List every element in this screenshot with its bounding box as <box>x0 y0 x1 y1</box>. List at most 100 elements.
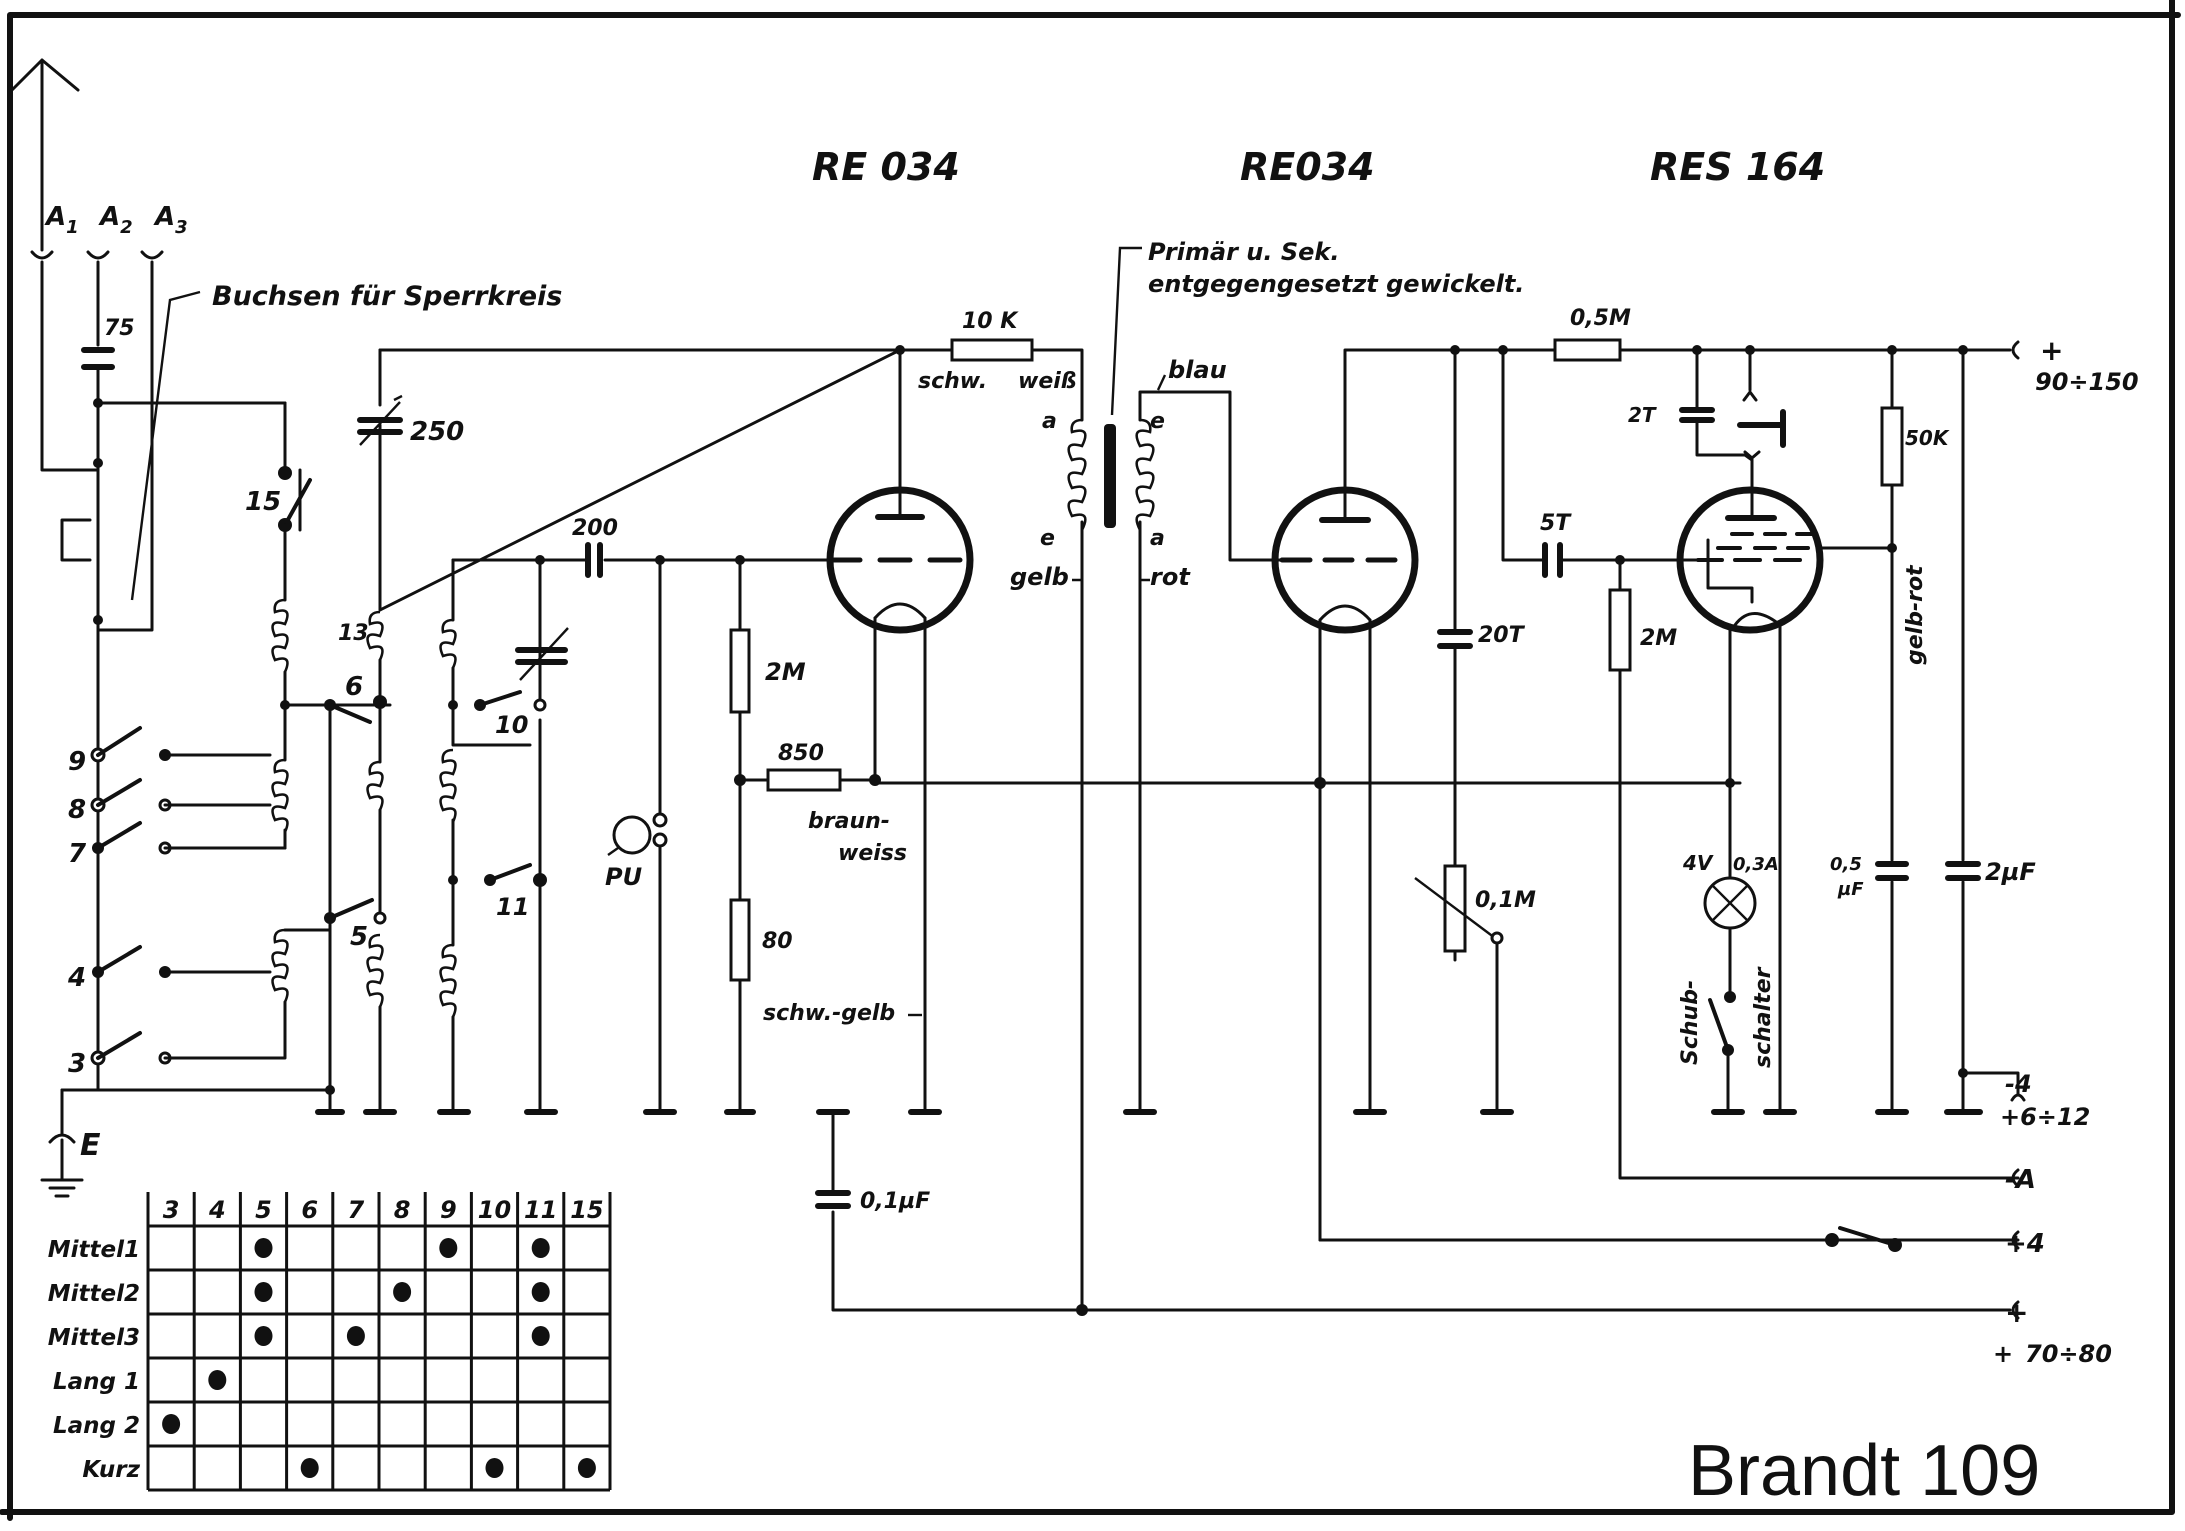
svg-text:gelb-rot: gelb-rot <box>1903 564 1928 665</box>
table-row-label: Mittel2 <box>48 1281 140 1307</box>
terminal-plus-70-sign: + <box>2005 1296 2028 1329</box>
table-column-header: 5 <box>255 1196 272 1224</box>
table-row-label: Mittel3 <box>48 1325 140 1351</box>
svg-text:0,1µF: 0,1µF <box>860 1189 930 1214</box>
table-cell-dot <box>439 1238 458 1258</box>
table-column-header: 11 <box>524 1196 557 1224</box>
svg-text:Schub-: Schub- <box>1678 980 1703 1065</box>
table-cell-dot <box>254 1282 273 1302</box>
table-cell-dot <box>531 1238 550 1258</box>
sperrkreis-note: Buchsen für Sperrkreis <box>212 281 562 312</box>
table-column-header: 7 <box>348 1196 365 1224</box>
table-column-header: 10 <box>478 1196 511 1224</box>
svg-text:850: 850 <box>778 741 824 766</box>
svg-text:schalter: schalter <box>1751 966 1776 1068</box>
svg-text:200: 200 <box>572 516 618 541</box>
tube-label-v1: RE 034 <box>812 145 960 189</box>
svg-text:a: a <box>1042 409 1057 434</box>
svg-text:2M: 2M <box>765 658 806 686</box>
terminal-hv-value: 90÷150 <box>2035 368 2139 396</box>
svg-text:µF: µF <box>1837 879 1864 900</box>
tube-v1 <box>826 348 974 1115</box>
switch-9: 9 <box>68 726 272 777</box>
slide-switch: Schub- schalter <box>1678 966 1797 1115</box>
table-cell-dot <box>254 1326 273 1346</box>
svg-text:10: 10 <box>495 711 528 739</box>
svg-text:3: 3 <box>68 1049 86 1079</box>
terminal-plus-70-prefix: + <box>1993 1340 2013 1368</box>
table-cell-dot <box>531 1326 550 1346</box>
table-column-header: 8 <box>394 1196 411 1224</box>
svg-text:0,5: 0,5 <box>1830 854 1862 875</box>
switch-11: 11 <box>484 863 547 921</box>
svg-text:6: 6 <box>345 672 363 702</box>
svg-text:weiss: weiss <box>838 841 907 866</box>
svg-text:0,1M: 0,1M <box>1475 888 1536 913</box>
second-tuned-circuit: 10 11 <box>437 555 569 1115</box>
output-stage: 2T <box>1628 345 1786 462</box>
tube-v2 <box>873 348 2020 1242</box>
table-cell-dot <box>208 1370 227 1390</box>
plate-resistor-10k: 10 K schw. <box>895 309 1084 422</box>
terminal-bias-sign: -4 <box>2005 1070 2032 1098</box>
svg-text:9: 9 <box>68 747 86 777</box>
switch-4: 4 <box>67 945 272 993</box>
table-cell-dot <box>300 1458 319 1478</box>
svg-text:20T: 20T <box>1478 623 1526 648</box>
tube-v3 <box>1676 458 1897 1114</box>
table-column-header: 6 <box>301 1196 318 1224</box>
tube-label-v2: RE034 <box>1240 145 1375 189</box>
terminal-minus-a: -A <box>2005 1165 2036 1195</box>
table-row-label: Lang 1 <box>53 1369 140 1395</box>
table-column-header: 3 <box>163 1196 180 1224</box>
table-row-label: Mittel1 <box>48 1237 140 1263</box>
svg-text:entgegengesetzt gewickelt.: entgegengesetzt gewickelt. <box>1148 270 1524 298</box>
pickup-input: PU <box>605 558 677 1115</box>
table-cell-dot <box>346 1326 365 1346</box>
socket-label-a3: A3 <box>153 202 188 238</box>
table-column-header: 4 <box>208 1196 226 1224</box>
svg-text:4: 4 <box>67 963 86 993</box>
svg-text:e: e <box>1040 526 1055 551</box>
table-cell-dot <box>577 1458 596 1478</box>
terminal-plus-4: +4 <box>2005 1229 2045 1259</box>
tube-label-v3: RES 164 <box>1650 145 1825 189</box>
table-row-label: Lang 2 <box>53 1413 140 1439</box>
table-row-label: Kurz <box>82 1457 140 1483</box>
svg-text:7: 7 <box>68 839 87 869</box>
switch-15: 15 <box>245 466 312 532</box>
svg-text:15: 15 <box>245 487 281 517</box>
socket-label-a1: A1 <box>44 202 79 238</box>
switch-5: 5 <box>324 898 374 952</box>
pilot-lamp: 4V 0,3A <box>1682 781 1779 997</box>
table-column-header: 15 <box>570 1196 603 1224</box>
switch-7: 7 <box>68 821 287 869</box>
table-cell-dot <box>254 1238 273 1258</box>
table-cell-dot <box>162 1414 181 1434</box>
stage3-input: 5T 2M 0,5M <box>1498 306 2020 1180</box>
switch-8: 8 <box>68 778 272 825</box>
svg-text:rot: rot <box>1150 563 1191 591</box>
socket-label-a2: A2 <box>98 202 133 238</box>
svg-text:Primär u. Sek.: Primär u. Sek. <box>1148 238 1340 266</box>
switch-10: 10 <box>474 690 547 739</box>
switch-3: 3 <box>68 1031 287 1079</box>
table-cell-dot <box>393 1282 412 1302</box>
svg-text:8: 8 <box>68 795 86 825</box>
earth-ground-icon: E <box>40 1088 101 1198</box>
svg-text:schw.-gelb: schw.-gelb <box>763 1001 895 1026</box>
table-column-header: 9 <box>440 1196 457 1224</box>
svg-text:weiß: weiß <box>1018 369 1077 394</box>
antenna-sockets: A1 A2 A3 75 Buchsen für Sperrkreis <box>30 202 562 732</box>
switch-13-label: 13 <box>338 621 369 646</box>
svg-text:0,5M: 0,5M <box>1570 306 1631 331</box>
terminal-plus-70-value: 70÷80 <box>2025 1340 2112 1368</box>
table-cell-dot <box>485 1458 504 1478</box>
svg-text:11: 11 <box>496 893 529 921</box>
power-terminals: + 90÷150 -4 +6÷12 -A +4 0,1µF + + 70÷80 <box>815 334 2139 1368</box>
svg-text:0,3A: 0,3A <box>1733 854 1779 875</box>
rf-coils: 15 6 5 <box>60 401 392 1115</box>
tuning-circuit: 250 13 <box>338 348 902 1115</box>
